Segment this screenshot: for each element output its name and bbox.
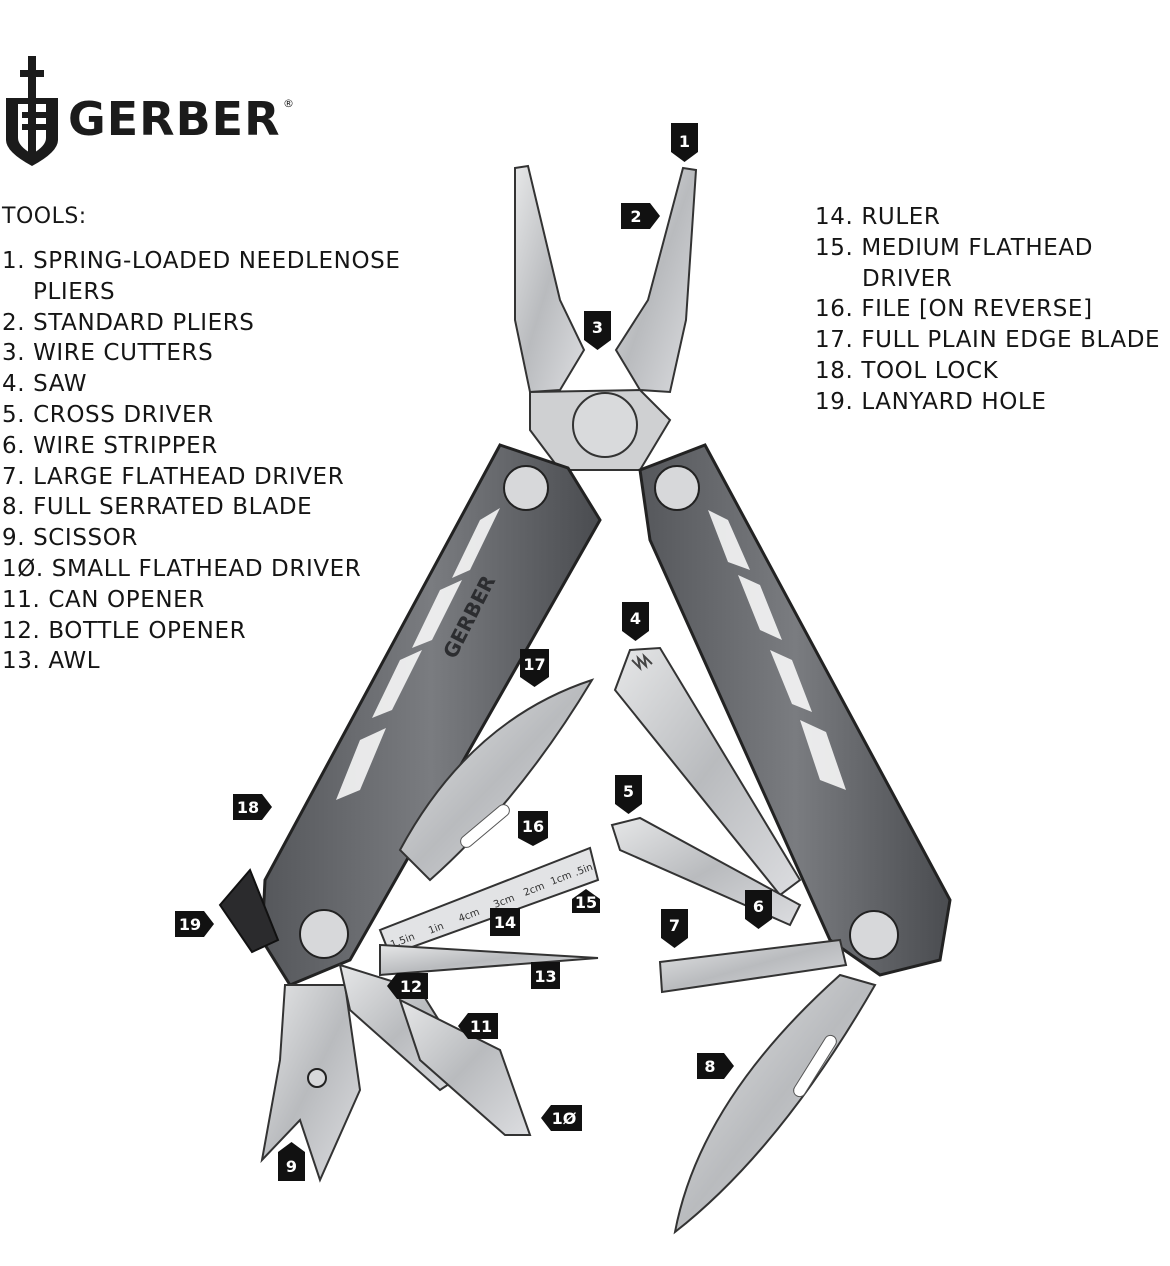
callout-9: 9 [278,1142,305,1181]
svg-text:7: 7 [669,916,680,935]
svg-text:8: 8 [704,1057,715,1076]
callout-3: 3 [584,311,611,350]
scissor [262,985,360,1180]
callout-19: 19 [175,911,214,937]
callout-6: 6 [745,890,772,929]
svg-text:18: 18 [237,798,259,817]
callout-15: 15 [572,889,600,913]
svg-text:16: 16 [522,817,544,836]
svg-text:15: 15 [575,893,597,912]
serrated-blade [675,975,875,1232]
svg-text:6: 6 [753,897,764,916]
svg-text:11: 11 [470,1017,492,1036]
svg-text:1Ø: 1Ø [552,1109,577,1128]
svg-text:3: 3 [592,318,603,337]
callout-13: 13 [531,962,560,989]
large-flathead-driver [660,940,846,992]
svg-text:4: 4 [630,609,641,628]
callout-2: 2 [621,203,660,229]
svg-text:13: 13 [534,967,556,986]
callout-4: 4 [622,602,649,641]
svg-text:19: 19 [179,915,201,934]
svg-text:12: 12 [400,977,422,996]
svg-text:14: 14 [494,913,516,932]
svg-text:17: 17 [523,655,545,674]
callout-17: 17 [520,649,549,687]
callout-8: 8 [697,1053,734,1079]
callout-16: 16 [518,811,548,846]
svg-text:1: 1 [679,132,690,151]
awl [380,945,598,975]
callout-10: 1Ø [541,1105,582,1131]
callout-7: 7 [661,909,688,948]
svg-text:2: 2 [630,207,641,226]
can-and-bottle-opener [340,965,530,1135]
svg-text:9: 9 [286,1157,297,1176]
callout-14: 14 [490,908,520,936]
callout-18: 18 [233,794,272,820]
callout-5: 5 [615,775,642,814]
callout-1: 1 [671,123,698,162]
svg-text:5: 5 [623,782,634,801]
